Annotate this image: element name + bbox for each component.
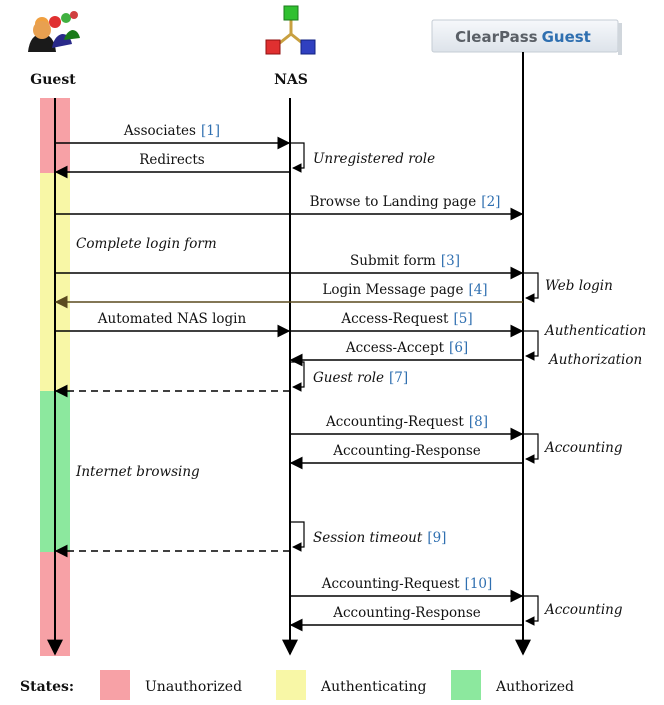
accounting-note-2: Accounting [543,602,623,618]
redirects-label: Redirects [139,152,205,168]
web-login-note: Web login [545,278,613,294]
accounting-response-label-1: Accounting-Response [332,443,481,459]
nas-label: NAS [274,72,308,88]
automated-nas-login-label: Automated NAS login [97,311,247,327]
authorization-note: Authorization [547,352,642,368]
clearpass-accent-text: Guest [542,28,591,46]
guest-label: Guest [30,72,76,88]
unregistered-role-note: Unregistered role [313,151,435,167]
session-timeout-note: Session timeout[9] [313,530,446,546]
access-request-label: Access-Request[5] [340,311,472,327]
legend-authenticating-label: Authenticating [320,679,426,695]
clearpass-guest-box: ClearPass Guest [431,19,622,55]
legend-authenticating-swatch [276,670,306,700]
authentication-loop [523,330,539,361]
guest-role-loop [290,361,305,392]
access-accept-label: Access-Accept[6] [345,340,468,356]
accounting-note-1: Accounting [543,440,623,456]
clearpass-main-text: ClearPass [455,28,537,46]
states-legend: States: Unauthorized Authenticating Auth… [20,670,574,700]
legend-unauthorized-swatch [100,670,130,700]
browse-landing-label: Browse to Landing page[2] [310,194,501,210]
internet-browsing-note: Internet browsing [75,464,200,480]
login-message-label: Login Message page[4] [322,282,487,298]
legend-unauthorized-label: Unauthorized [145,679,242,695]
guest-role-note: Guest role[7] [313,370,408,386]
complete-login-form-note: Complete login form [76,236,217,252]
accounting-loop-2 [523,595,539,626]
submit-form-label: Submit form[3] [350,253,460,269]
clearpass-title: ClearPass Guest [455,28,591,46]
accounting-response-label-2: Accounting-Response [332,605,481,621]
nas-network-icon [265,5,316,55]
web-login-loop [523,272,539,303]
accounting-request-label-1: Accounting-Request[8] [325,414,488,430]
associates-label: Associates[1] [123,123,220,139]
authentication-note: Authentication [543,323,646,339]
session-timeout-loop [290,521,305,552]
legend-authorized-label: Authorized [495,679,574,695]
guest-people-icon [28,11,80,52]
accounting-loop-1 [523,433,539,464]
legend-authorized-swatch [451,670,481,700]
unregistered-role-loop [290,142,305,173]
accounting-request-label-2: Accounting-Request[10] [321,576,493,592]
legend-title: States: [20,679,74,695]
